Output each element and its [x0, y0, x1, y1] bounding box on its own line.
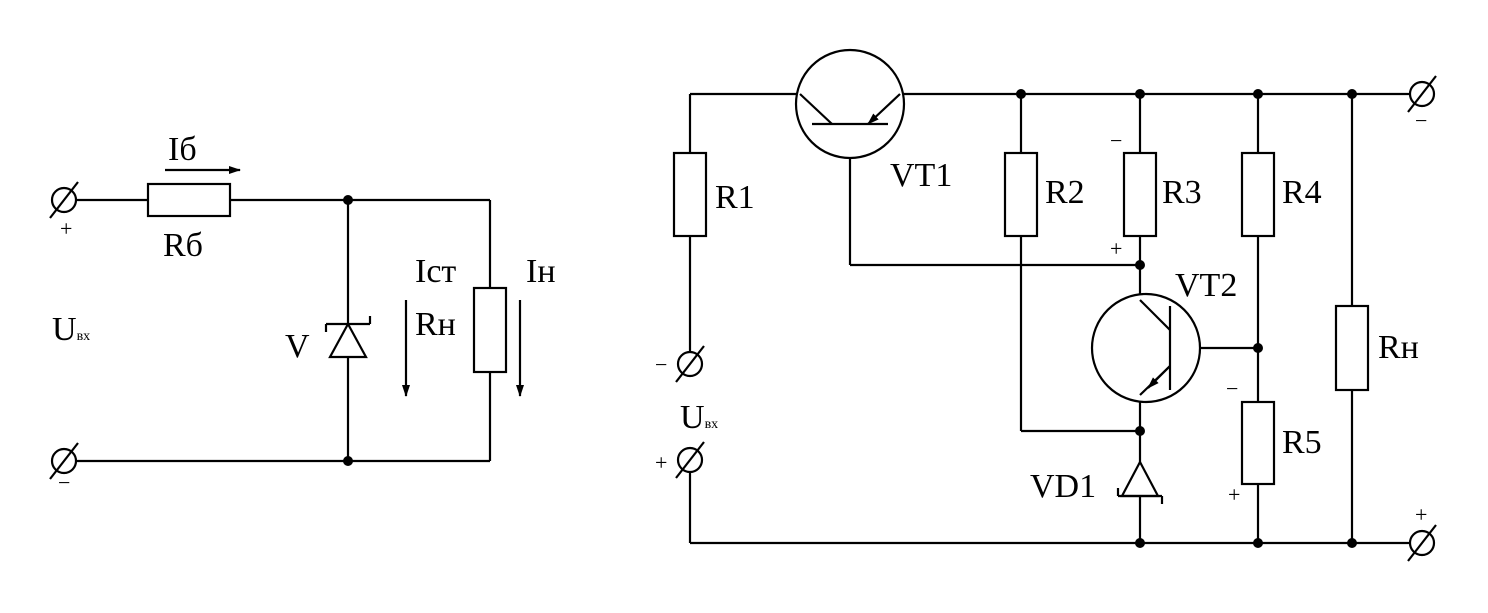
label-v: V [285, 328, 310, 365]
output-terminal-plus [1407, 524, 1437, 562]
junction-dots [1016, 89, 1357, 548]
label-r2: R2 [1045, 174, 1085, 211]
output-plus-sign: + [1415, 502, 1427, 527]
resistor-r1 [672, 151, 708, 238]
input-plus-sign: + [655, 450, 667, 475]
label-vt2: VT2 [1175, 267, 1237, 304]
transistor-vt1 [794, 48, 906, 160]
label-r3: R3 [1162, 174, 1202, 211]
label-in: Iн [526, 253, 556, 290]
zener-diode [324, 316, 372, 359]
label-r5: R5 [1282, 424, 1322, 461]
junction-dot [343, 195, 353, 205]
input-terminal-minus [49, 442, 79, 480]
label-vd1: VD1 [1030, 468, 1096, 505]
resistor-rn-load [1334, 304, 1370, 392]
r5-minus-sign: − [1226, 376, 1238, 401]
resistor-rn [472, 286, 508, 374]
input-terminal-minus-right [675, 345, 705, 383]
label-r1: R1 [715, 179, 755, 216]
r3-minus-sign: − [1110, 128, 1122, 153]
junction-dot [343, 456, 353, 466]
label-rb: Rб [163, 227, 203, 264]
output-minus-sign: − [1415, 108, 1427, 133]
label-uvx-right: Uвх [680, 399, 718, 436]
minus-sign: − [58, 470, 70, 495]
transistor-vt2 [1090, 292, 1202, 404]
resistor-r2 [1003, 151, 1039, 238]
label-rn-load: Rн [1378, 329, 1419, 366]
label-uvx: Uвх [52, 311, 90, 348]
resistor-r3 [1122, 151, 1158, 238]
compensating-stabilizer-circuit: VT1 R1 R2 R3 − + R4 VT2 R5 − + Rн [655, 48, 1437, 562]
label-vt1: VT1 [890, 157, 952, 194]
resistor-rb [146, 182, 232, 218]
input-minus-sign: − [655, 352, 667, 377]
r5-plus-sign: + [1228, 482, 1240, 507]
r3-plus-sign: + [1110, 236, 1122, 261]
zener-diode-vd1 [1116, 459, 1164, 504]
label-ist: Iст [415, 253, 456, 290]
label-rn: Rн [415, 306, 456, 343]
resistor-r5 [1240, 400, 1276, 486]
output-terminal-minus [1407, 75, 1437, 113]
input-terminal-plus-right [675, 441, 705, 479]
plus-sign: + [60, 216, 72, 241]
label-r4: R4 [1282, 174, 1322, 211]
input-terminal-plus [49, 181, 79, 219]
label-ib: Iб [168, 131, 197, 168]
right-wires [688, 92, 1410, 545]
resistor-r4 [1240, 151, 1276, 238]
parametric-stabilizer-circuit: + − Iб Rб Uвх V Iст Rн Iн [49, 131, 556, 495]
